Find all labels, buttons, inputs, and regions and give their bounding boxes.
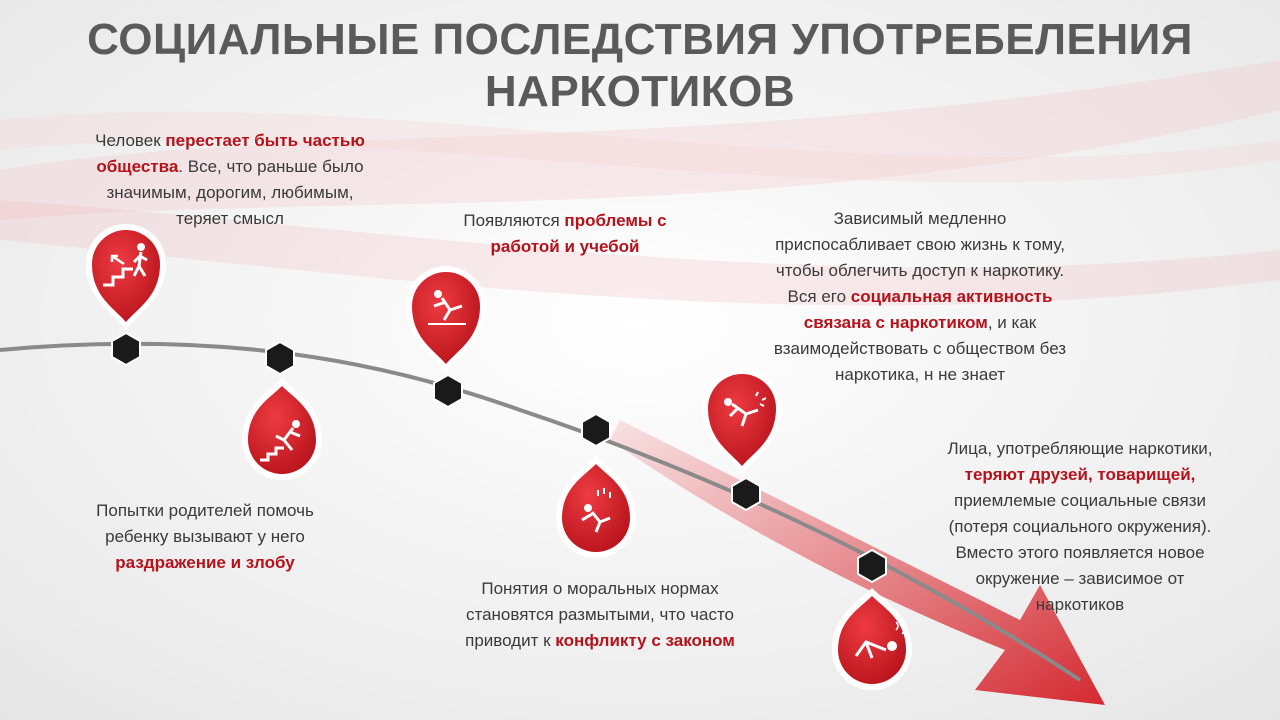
text-line: Появляются проблемы с: [400, 208, 730, 234]
falling-backwards-person-icon: [724, 391, 767, 427]
text-line: окружение – зависимое от: [890, 566, 1270, 592]
body-text: теряет смысл: [176, 209, 284, 228]
slipping-person-icon: [428, 290, 466, 325]
text-line: (потеря социального окружения).: [890, 514, 1270, 540]
body-text: Попытки родителей помочь: [96, 501, 314, 520]
highlight-text: перестает быть частью: [165, 131, 365, 150]
highlight-text: социальная активность: [850, 287, 1053, 306]
text-line: значимым, дорогим, любимым,: [40, 180, 420, 206]
falling-debris-person-icon: [581, 488, 611, 533]
text-line: Вся его социальная активность: [700, 284, 1140, 310]
body-text: Понятия о моральных нормах: [481, 579, 719, 598]
text-line: наркотика, н не знает: [700, 362, 1140, 388]
stage-5-text: Зависимый медленно приспосабливает свою ж…: [700, 206, 1140, 388]
body-text: окружение – зависимое от: [975, 569, 1185, 588]
text-line: приспосабливает свою жизнь к тому,: [700, 232, 1140, 258]
text-line: наркотиков: [890, 592, 1270, 618]
text-line: теряют друзей, товарищей,: [890, 462, 1270, 488]
body-text: , и как: [987, 313, 1037, 332]
text-line: общества. Все, что раньше было: [40, 154, 420, 180]
falling-on-stairs-person-icon: [260, 420, 301, 462]
stage-1-marker: [86, 224, 166, 367]
body-text: Человек: [95, 131, 166, 150]
stage-2-marker: [242, 340, 322, 480]
body-text: приспосабливает свою жизнь к тому,: [775, 235, 1065, 254]
text-line: ребенку вызывают у него: [40, 524, 370, 550]
text-line: становятся размытыми, что часто: [400, 602, 800, 628]
stage-4-text: Понятия о моральных нормах становятся раз…: [400, 576, 800, 654]
body-text: ребенку вызывают у него: [105, 527, 305, 546]
highlight-text: теряют друзей, товарищей,: [964, 465, 1196, 484]
body-text: Вместо этого появляется новое: [955, 543, 1205, 562]
body-text: (потеря социального окружения).: [948, 517, 1212, 536]
text-line: чтобы облегчить доступ к наркотику.: [700, 258, 1140, 284]
highlight-text: работой и учебой: [490, 237, 640, 256]
title-line-2: НАРКОТИКОВ: [484, 67, 796, 116]
text-line: связана с наркотиком, и как: [700, 310, 1140, 336]
body-text: наркотиков: [1035, 595, 1125, 614]
body-text: приводит к: [465, 631, 556, 650]
page-title: СОЦИАЛЬНЫЕ ПОСЛЕДСТВИЯ УПОТРЕБЕЛЕНИЯ НАР…: [0, 14, 1280, 118]
stage-6-marker: [832, 548, 912, 690]
stairs-walking-person-icon: [103, 243, 148, 287]
text-line: Лица, употребляющие наркотики,: [890, 436, 1270, 462]
body-text: . Все, что раньше было: [178, 157, 364, 176]
body-text: наркотика, н не знает: [835, 365, 1005, 384]
body-text: становятся размытыми, что часто: [465, 605, 734, 624]
stage-2-text: Попытки родителей помочь ребенку вызывают…: [40, 498, 370, 576]
body-text: Лица, употребляющие наркотики,: [947, 439, 1213, 458]
stage-3-marker: [406, 266, 486, 409]
highlight-text: проблемы с: [564, 211, 667, 230]
text-line: Вместо этого появляется новое: [890, 540, 1270, 566]
highlight-text: связана с наркотиком: [803, 313, 988, 332]
text-line: Попытки родителей помочь: [40, 498, 370, 524]
highlight-text: конфликту с законом: [555, 631, 735, 650]
text-line: Зависимый медленно: [700, 206, 1140, 232]
text-line: работой и учебой: [400, 234, 730, 260]
highlight-text: общества: [96, 157, 179, 176]
body-text: значимым, дорогим, любимым,: [106, 183, 354, 202]
collapsed-person-icon: [854, 621, 905, 659]
body-text: чтобы облегчить доступ к наркотику.: [775, 261, 1065, 280]
body-text: Появляются: [463, 211, 565, 230]
text-line: приемлемые социальные связи: [890, 488, 1270, 514]
timeline-curve: [0, 341, 1082, 682]
text-line: взаимодействовать с обществом без: [700, 336, 1140, 362]
text-line: Понятия о моральных нормах: [400, 576, 800, 602]
highlight-text: раздражение и злобу: [115, 553, 295, 572]
body-text: взаимодействовать с обществом без: [773, 339, 1067, 358]
stage-3-text: Появляются проблемы с работой и учебой: [400, 208, 730, 260]
text-line: приводит к конфликту с законом: [400, 628, 800, 654]
stage-6-text: Лица, употребляющие наркотики, теряют дру…: [890, 436, 1270, 618]
stage-5-marker: [702, 368, 782, 512]
body-text: Зависимый медленно: [833, 209, 1007, 228]
title-line-1: СОЦИАЛЬНЫЕ ПОСЛЕДСТВИЯ УПОТРЕБЕЛЕНИЯ: [87, 15, 1193, 64]
body-text: Вся его: [787, 287, 851, 306]
stage-4-marker: [556, 412, 636, 558]
body-text: приемлемые социальные связи: [954, 491, 1206, 510]
text-line: теряет смысл: [40, 206, 420, 232]
text-line: раздражение и злобу: [40, 550, 370, 576]
text-line: Человек перестает быть частью: [40, 128, 420, 154]
